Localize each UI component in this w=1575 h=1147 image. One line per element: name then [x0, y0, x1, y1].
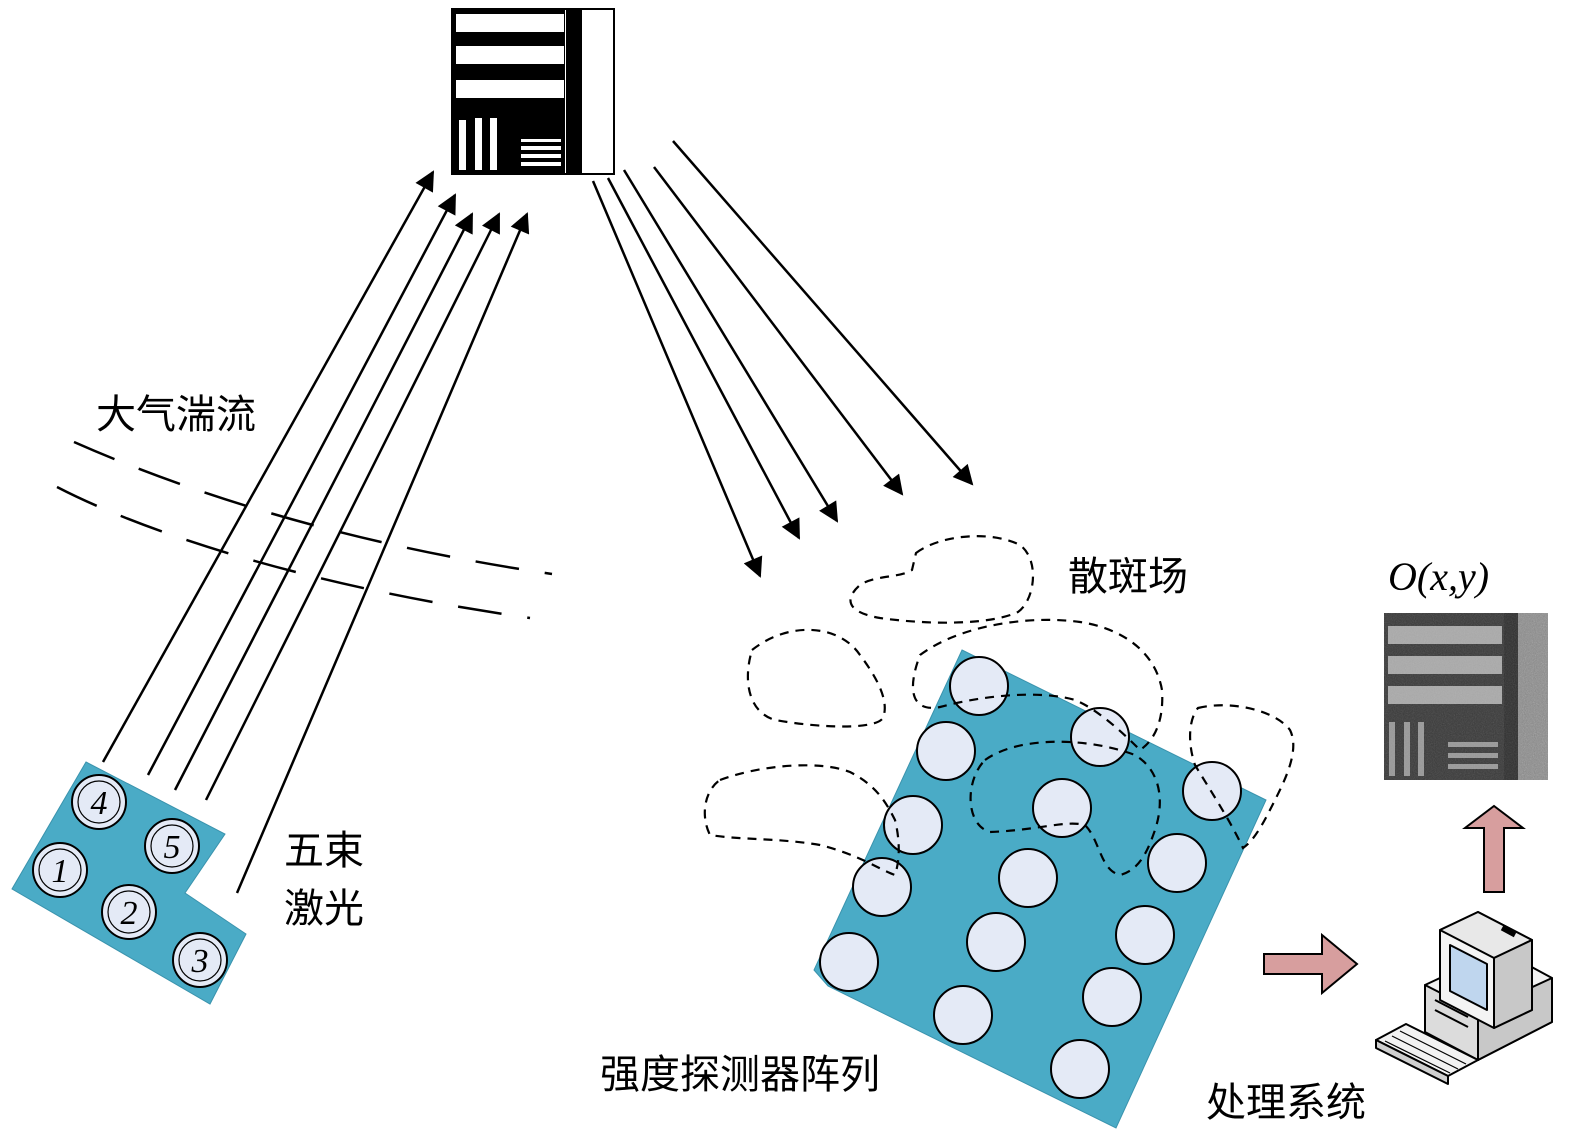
- svg-text:1: 1: [52, 853, 69, 890]
- reconstructed-image: [1384, 613, 1548, 780]
- detector-elements: [819, 656, 1242, 1099]
- scattered-beams: [591, 140, 974, 578]
- scattered-beam: [606, 177, 801, 540]
- scattered-beam: [672, 140, 974, 486]
- detector-element: [933, 985, 993, 1045]
- detector-element: [1082, 967, 1142, 1027]
- detector-array-panel: [813, 649, 1267, 1129]
- svg-text:3: 3: [191, 943, 209, 980]
- speckle-blob: [911, 618, 1164, 752]
- detector-element: [819, 932, 879, 992]
- laser-emitter: 5: [144, 818, 200, 874]
- speckle-field-label: 散斑场: [1068, 554, 1188, 600]
- incident-beam: [101, 170, 435, 763]
- turbulence-label: 大气湍流: [96, 392, 256, 438]
- speckle-blob: [969, 740, 1161, 877]
- speckle-blob: [1189, 704, 1295, 850]
- detector-element: [1115, 905, 1175, 965]
- incident-beam: [173, 212, 474, 791]
- detector-element: [852, 857, 912, 917]
- detector-element: [949, 656, 1009, 716]
- speckle-blobs: [703, 535, 1295, 877]
- detector-element: [1147, 833, 1207, 893]
- incident-beam: [146, 193, 457, 776]
- svg-text:2: 2: [121, 895, 138, 932]
- processing-system-label: 处理系统: [1206, 1080, 1366, 1126]
- svg-text:5: 5: [164, 829, 181, 866]
- detector-element: [1050, 1039, 1110, 1099]
- scattered-beam: [622, 169, 839, 523]
- scattered-beam: [591, 180, 763, 578]
- laser-emitter: 1: [32, 842, 88, 898]
- laser-emitter: 4: [71, 774, 127, 830]
- detector-element: [883, 795, 943, 855]
- detector-element: [1070, 707, 1130, 767]
- computer-icon: [1375, 911, 1553, 1085]
- speckle-blob: [849, 535, 1034, 624]
- laser-emitter: 3: [172, 932, 228, 988]
- speckle-blob: [746, 628, 886, 728]
- detector-element: [966, 912, 1026, 972]
- resolution-target-icon: [451, 8, 615, 175]
- detector-element: [998, 848, 1058, 908]
- five-beams-label-line2: 激光: [284, 886, 364, 932]
- turbulence-layers: [56, 440, 553, 620]
- scattered-beam: [653, 166, 904, 496]
- laser-emitter-panel: 4 5 1 2 3: [11, 761, 247, 1005]
- incident-beam: [204, 212, 501, 801]
- svg-text:4: 4: [91, 785, 108, 822]
- detector-element: [916, 721, 976, 781]
- detector-element: [1032, 778, 1092, 838]
- flow-arrow-right: [1263, 932, 1359, 996]
- incident-beams: [101, 170, 530, 894]
- five-beams-label-line1: 五束: [284, 828, 364, 874]
- incident-beam: [235, 212, 530, 894]
- laser-emitter: 2: [101, 884, 157, 940]
- detector-array-label: 强度探测器阵列: [600, 1052, 880, 1098]
- result-label: O(x,y): [1388, 554, 1489, 599]
- flow-arrow-up: [1462, 804, 1526, 893]
